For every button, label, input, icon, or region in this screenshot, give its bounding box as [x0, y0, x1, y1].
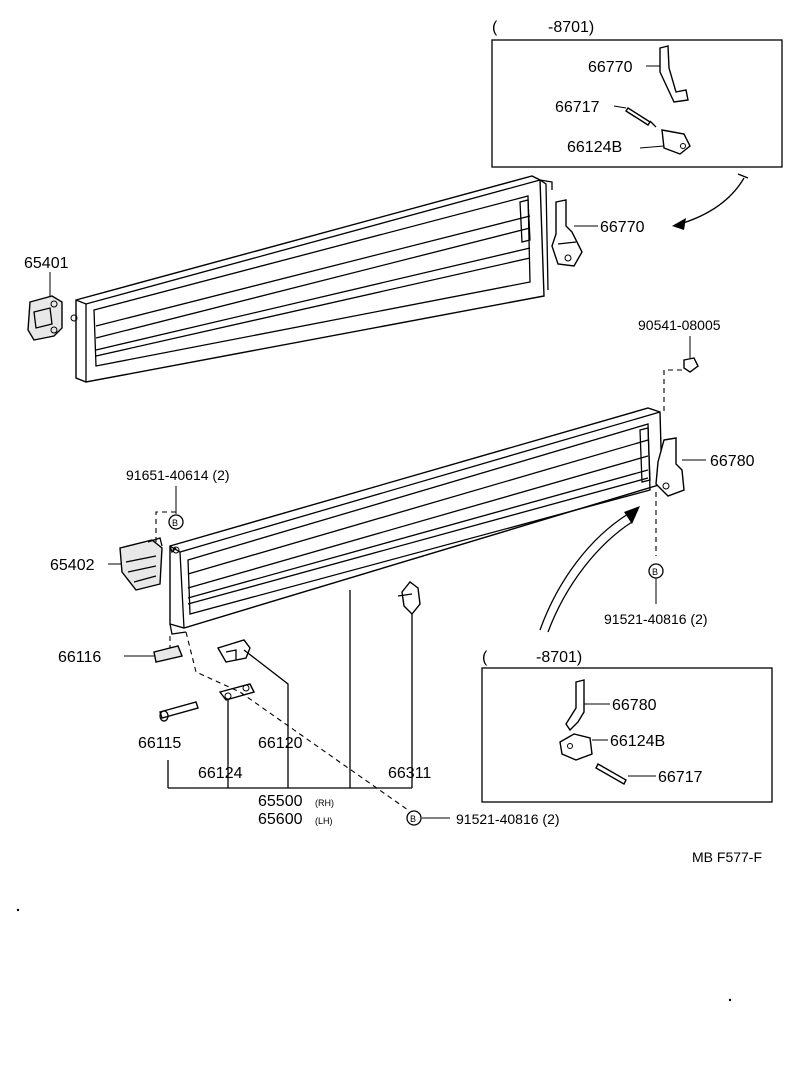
label-91521-right: 91521-40816 (2) [604, 611, 708, 627]
inset-top-paren: ( [492, 19, 498, 36]
inset-bottom-label-0: 66780 [612, 697, 657, 714]
hinge-66770 [551, 199, 598, 267]
arrow-top [679, 177, 745, 225]
bracket-66770-small [659, 45, 689, 103]
plate-66124b-small [661, 129, 691, 155]
leader-66120 [243, 649, 289, 788]
inset-top-range: -8701) [548, 19, 594, 36]
label-66780: 66780 [710, 453, 755, 470]
upper-gate-frame [75, 175, 545, 383]
speck [728, 998, 732, 1002]
inset-bottom-frame [481, 667, 773, 803]
hinge-66780 [655, 437, 706, 497]
label-65500: 65500 [258, 793, 303, 810]
label-65402: 65402 [50, 557, 95, 574]
svg-text:B: B [410, 814, 416, 824]
dash-91521-bottom [185, 631, 409, 811]
bracket-65402 [119, 537, 163, 591]
hinge-66780-small [565, 679, 585, 732]
lower-side-gate [169, 407, 663, 635]
svg-text:B: B [652, 567, 658, 577]
dash-90541 [663, 369, 682, 414]
inset-top-label-0: 66770 [588, 59, 633, 76]
label-66116: 66116 [58, 649, 101, 666]
pin-66115 [159, 701, 199, 722]
label-90541: 90541-08005 [638, 317, 721, 333]
pin-66717-small [625, 107, 651, 126]
inset-bottom: ( -8701) 66780 66124B 66717 [481, 649, 773, 803]
label-65600-side: (LH) [315, 816, 333, 826]
label-66770: 66770 [600, 219, 645, 236]
inset-top-label-2: 66124B [567, 139, 622, 156]
label-66115: 66115 [138, 735, 181, 752]
label-66311: 66311 [388, 765, 431, 782]
arrow-bottom-head [624, 506, 640, 524]
svg-text:B: B [172, 518, 178, 528]
speck [16, 908, 20, 912]
inset-top-label-1: 66717 [555, 99, 600, 116]
label-91651: 91651-40614 (2) [126, 467, 230, 483]
arrow-bottom [539, 513, 629, 631]
dash-91651 [155, 511, 176, 546]
bolt-marker-right: B [648, 563, 664, 579]
inset-top-frame [491, 39, 783, 168]
hinge-66124 [218, 683, 256, 701]
plate-66124b-bottom [559, 733, 593, 761]
clip-66311 [397, 581, 421, 616]
inset-top: ( -8701) 66770 66717 66124B [491, 19, 783, 168]
label-91521-bottom: 91521-40816 (2) [456, 811, 560, 827]
plate-66116 [153, 645, 183, 663]
arrow-top-head [672, 218, 686, 230]
label-66120: 66120 [258, 735, 303, 752]
inset-bottom-paren: ( [482, 649, 488, 666]
diagram-code: MB F577-F [692, 849, 762, 865]
upper-side-gate [75, 175, 553, 383]
inset-bottom-label-1: 66124B [610, 733, 665, 750]
label-65600: 65600 [258, 811, 303, 828]
nut-90541 [683, 357, 699, 373]
label-65401: 65401 [24, 255, 69, 272]
label-65500-side: (RH) [315, 798, 334, 808]
label-66124: 66124 [198, 765, 243, 782]
bolt-marker-left: B [168, 514, 184, 530]
bolt-marker-bottom: B [406, 810, 422, 826]
bracket-65401 [27, 272, 78, 341]
inset-bottom-range: -8701) [536, 649, 582, 666]
inset-bottom-label-2: 66717 [658, 769, 703, 786]
pin-66717-bottom [595, 763, 627, 785]
